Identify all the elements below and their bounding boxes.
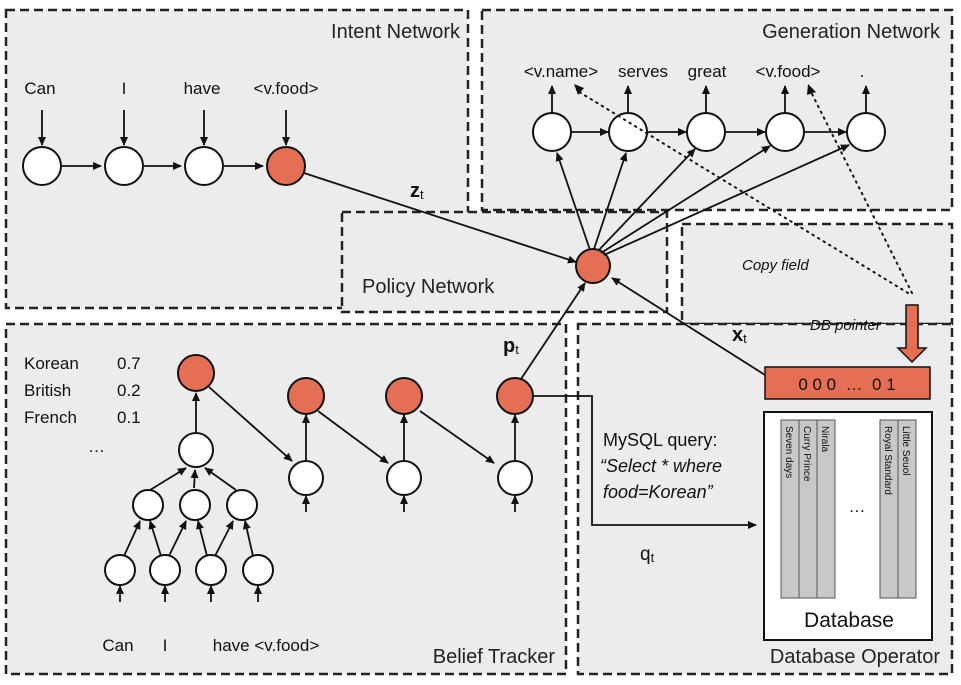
intent-node [104,146,144,186]
belief-label-3: … [88,437,105,456]
belief-rnn-arrow [208,386,293,462]
db-vector-text: 0 0 0 … 0 1 [798,375,895,394]
belief-value-0: 0.7 [117,354,141,373]
copy-field-label: Copy field [742,257,809,274]
db-column-label: Little Seuol [900,426,911,475]
gen-node [686,112,726,152]
intent-word-i: I [122,79,127,98]
belief-rnn-arrow [317,410,389,464]
gen-word-great: great [688,62,727,81]
cnn-node [226,489,258,521]
xt-arrow [611,277,766,376]
query-line-1: “Select * where [600,456,722,476]
cnn-node [179,489,211,521]
db-column-label: Seven days [783,426,794,478]
generation-network-panel [480,8,954,212]
policy-network-title: Policy Network [362,276,495,298]
belief-word-can: Can [102,636,133,655]
qt-label: qt [640,544,655,565]
db-column [897,419,917,599]
gen-word-vname: <v.name> [524,62,598,81]
policy-node [575,248,611,284]
db-column [816,419,836,599]
gen-node [765,112,805,152]
policy-to-gen-arrow [600,145,771,254]
gen-node [532,112,572,152]
db-pointer-down-arrow [896,304,928,364]
policy-to-gen-arrow [603,144,850,256]
belief-label-0: Korean [24,354,79,373]
cnn-edge [168,520,187,557]
zt-label: zt [410,180,424,202]
intent-network-title: Intent Network [331,21,461,43]
intent-word-vfood: <v.food> [254,79,319,98]
policy-to-gen-arrow [593,152,628,250]
query-title: MySQL query: [603,430,717,450]
belief-label-2: French [24,408,77,427]
zt-arrow [303,172,577,264]
pt-arrow [520,282,586,380]
database-operator-title: Database Operator [770,646,940,668]
db-ellipsis: … [849,497,866,516]
db-column-label: Royal Standard [882,426,893,495]
db-column-label: Nirala [819,426,830,453]
copy-field-arrowhead [574,84,584,95]
intent-node [22,146,62,186]
intent-final-node [266,146,306,186]
belief-word-i: I [163,636,168,655]
belief-tracker-panel [4,322,568,676]
query-arrow [534,395,757,529]
policy-network-panel [340,210,669,314]
cnn-top-node [178,432,214,468]
policy-to-gen-arrow [555,152,591,251]
generation-network-title: Generation Network [762,21,941,43]
cnn-node [242,554,274,586]
copy-field-arrowhead [807,84,816,95]
belief-value-2: 0.1 [117,408,141,427]
belief-label-1: British [24,381,71,400]
cnn-edge [204,467,237,491]
cnn-node [132,489,164,521]
belief-value-1: 0.2 [117,381,141,400]
cnn-node [104,554,136,586]
intent-word-have: have [184,79,221,98]
intent-node [184,146,224,186]
gen-node [608,112,648,152]
belief-output-node [287,377,325,415]
cnn-edge [196,520,208,557]
belief-rnn-node [386,460,422,496]
belief-rnn-arrow [419,410,495,464]
cnn-edge [190,469,199,489]
belief-word-have-vfood: have <v.food> [213,636,320,655]
belief-output-node [385,377,423,415]
gen-word-serves: serves [618,62,668,81]
xt-label: xt [732,324,747,346]
belief-rnn-node [497,460,533,496]
cnn-edge [148,520,162,557]
copy-field-dotted-arrow [575,89,909,294]
gen-word-period: . [860,62,865,81]
cnn-edge [149,467,187,491]
belief-final-node [496,377,534,415]
belief-tracker-title: Belief Tracker [433,646,556,668]
cnn-node [195,554,227,586]
gen-node [846,112,886,152]
intent-word-can: Can [24,79,55,98]
gen-word-vfood: <v.food> [756,62,821,81]
db-vector [764,366,931,400]
query-line-2: food=Korean” [603,482,714,502]
copy-field-dotted-arrow [809,89,913,294]
db-pointer-label: DB pointer [810,317,882,334]
pt-label: pt [503,335,519,357]
policy-to-gen-arrow [597,148,696,252]
cnn-edge [214,520,234,557]
belief-rnn-node [288,460,324,496]
belief-output-node [177,354,215,392]
cnn-edge [242,520,254,557]
cnn-node [149,554,181,586]
database-title: Database [804,609,894,632]
cnn-edge [123,520,141,557]
db-column-label: Curry Prince [801,426,812,482]
